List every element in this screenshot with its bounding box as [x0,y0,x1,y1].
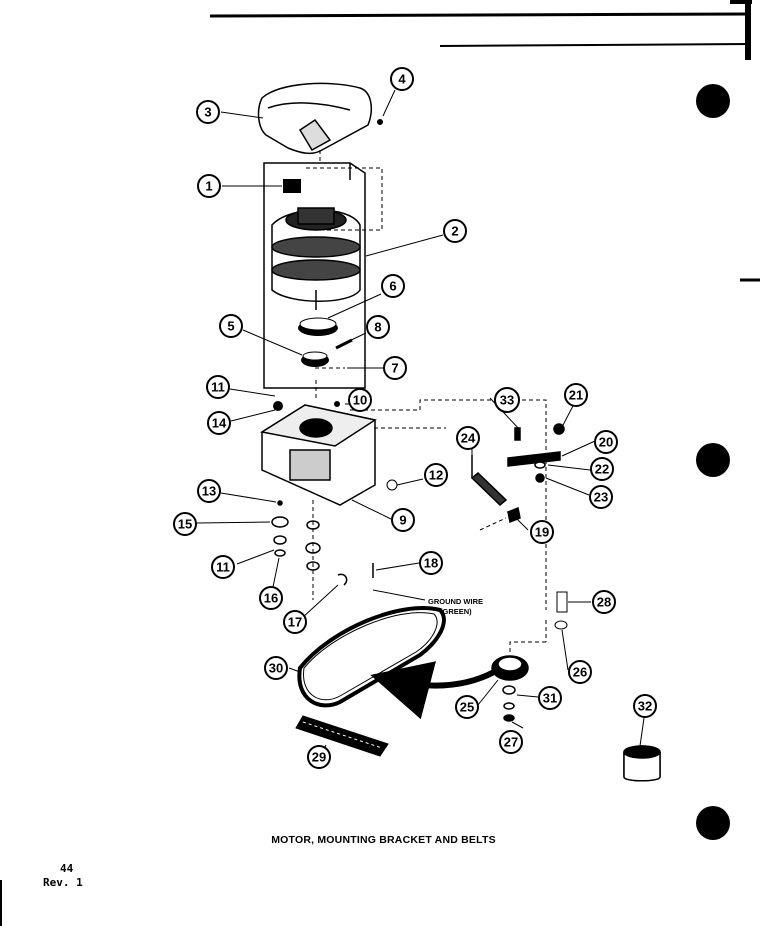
callout-28: 28 [597,595,611,610]
callout-30: 30 [269,661,283,676]
callout-4: 4 [398,72,406,87]
part-motor-frame [263,162,366,389]
callout-21: 21 [569,388,583,403]
callout-13: 13 [202,484,216,499]
callout-11-top: 11 [211,380,225,395]
part-ground-clip-17 [337,573,348,586]
part-screw-4 [377,119,383,125]
callout-22: 22 [595,462,609,477]
ground-wire-color: (GREEN) [440,607,472,616]
callout-19: 19 [535,525,549,540]
callout-24: 24 [461,431,476,446]
part-idler-pulley [491,655,529,722]
part-belt-29 [295,715,389,757]
part-capacitor [623,745,661,782]
diagram-title: MOTOR, MOUNTING BRACKET AND BELTS [271,834,496,846]
part-switch-1 [283,179,301,193]
callout-2: 2 [451,224,458,239]
ground-wire-label: GROUND WIRE [428,597,483,606]
callout-18: 18 [424,556,438,571]
callout-8: 8 [374,320,381,335]
callout-17: 17 [288,615,302,630]
part-spacer-28 [556,591,568,613]
callout-26: 26 [573,665,587,680]
callout-23: 23 [594,490,608,505]
callout-25: 25 [460,700,474,715]
page-number: 44 [60,862,74,875]
punch-hole [696,443,730,477]
callout-14: 14 [212,416,227,431]
callout-11-lower: 11 [216,560,230,575]
callout-1: 1 [205,179,212,194]
callout-3: 3 [204,105,211,120]
callout-10: 10 [353,393,367,408]
callout-27: 27 [504,735,518,750]
callout-33: 33 [500,393,514,408]
callout-32: 32 [638,699,652,714]
punch-hole [696,84,730,118]
part-washer-26 [554,620,568,630]
assembly-lines [306,150,547,655]
callout-20: 20 [599,435,613,450]
revision-label: Rev. 1 [43,876,83,889]
punch-hole [696,806,730,840]
callout-16: 16 [264,591,278,606]
callout-markers [173,67,657,769]
part-motor [271,207,361,310]
part-idler-assembly [470,423,565,524]
callout-numbers: 1 2 3 4 5 6 7 8 9 10 11 11 12 13 14 15 1… [178,72,652,765]
callout-15: 15 [178,517,192,532]
callout-29: 29 [312,750,326,765]
part-mounting-bracket [259,404,377,506]
part-motor-cover [257,82,373,155]
callout-6: 6 [389,279,396,294]
part-drive-belt [297,606,446,708]
callout-7: 7 [391,361,398,376]
callout-31: 31 [543,691,557,706]
callout-12: 12 [429,468,443,483]
callout-5: 5 [227,319,234,334]
callout-9: 9 [399,513,406,528]
arrow [370,661,496,720]
